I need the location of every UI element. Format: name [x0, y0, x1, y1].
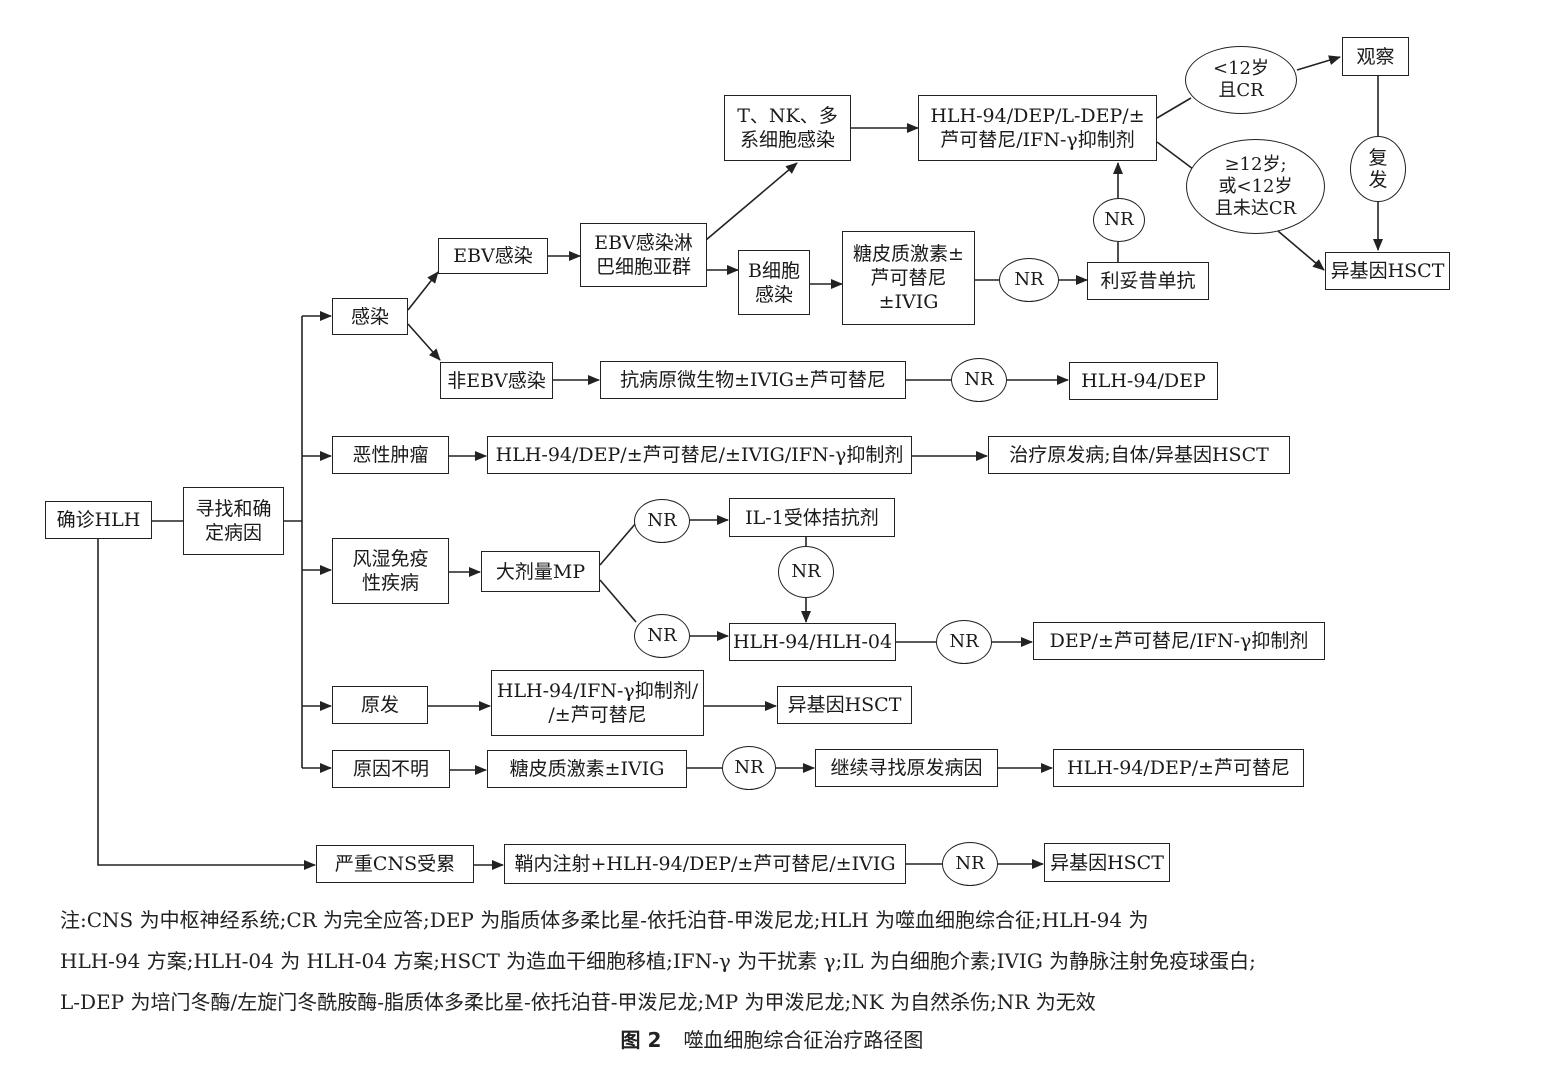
nr-circle: NR	[722, 746, 776, 790]
continue-search-box: 继续寻找原发病因	[815, 749, 998, 787]
nr-circle: NR	[999, 258, 1059, 302]
nr-circle: NR	[942, 842, 998, 886]
hlh94-hlh04-box: HLH-94/HLH-04	[729, 623, 896, 661]
antimicrobial-box: 抗病原微生物±IVIG±芦可替尼	[600, 361, 906, 399]
ebv-lymphocyte-subgroup-box: EBV感染淋 巴细胞亚群	[580, 223, 707, 287]
nr-circle: NR	[936, 620, 992, 664]
primary-box: 原发	[332, 686, 428, 724]
allogeneic-hsct-box: 异基因HSCT	[777, 686, 912, 724]
abbreviation-note: 注:CNS 为中枢神经系统;CR 为完全应答;DEP 为脂质体多柔比星-依托泊苷…	[60, 900, 1500, 1023]
steroid-ruxolitinib-ivig-box: 糖皮质激素± 芦可替尼 ±IVIG	[842, 231, 975, 325]
nr-circle: NR	[1093, 198, 1145, 242]
note-line: HLH-94 方案;HLH-04 为 HLH-04 方案;HSCT 为造血干细胞…	[60, 949, 1256, 973]
non-ebv-infection-box: 非EBV感染	[440, 362, 553, 399]
allogeneic-hsct-box: 异基因HSCT	[1325, 252, 1450, 290]
find-cause-box: 寻找和确 定病因	[183, 487, 284, 555]
note-line: L-DEP 为培门冬酶/左旋门冬酰胺酶-脂质体多柔比星-依托泊苷-甲泼尼龙;MP…	[60, 990, 1096, 1014]
b-cell-infection-box: B细胞 感染	[738, 250, 810, 315]
nr-circle: NR	[951, 358, 1007, 402]
diagnose-hlh-box: 确诊HLH	[45, 501, 152, 539]
high-dose-mp-box: 大剂量MP	[481, 551, 600, 592]
intrathecal-injection-box: 鞘内注射+HLH-94/DEP/±芦可替尼/±IVIG	[504, 844, 906, 884]
severe-cns-box: 严重CNS受累	[316, 845, 474, 883]
rheumatic-immune-disease-box: 风湿免疫 性疾病	[332, 538, 449, 604]
nr-circle: NR	[778, 546, 834, 598]
hlh94-ldep-box: HLH-94/DEP/L-DEP/± 芦可替尼/IFN-γ抑制剂	[918, 95, 1157, 161]
allogeneic-hsct-box: 异基因HSCT	[1044, 843, 1170, 882]
observe-box: 观察	[1342, 37, 1409, 76]
figure-caption: 图 2 噬血细胞综合征治疗路径图	[0, 1024, 1544, 1053]
rituximab-box: 利妥昔单抗	[1087, 262, 1209, 300]
dep-ruxolitinib-ifn-box: DEP/±芦可替尼/IFN-γ抑制剂	[1033, 622, 1325, 660]
ebv-infection-box: EBV感染	[438, 238, 548, 274]
hlh94-dep-ruxolitinib-box: HLH-94/DEP/±芦可替尼	[1053, 749, 1304, 787]
note-line: 注:CNS 为中枢神经系统;CR 为完全应答;DEP 为脂质体多柔比星-依托泊苷…	[60, 908, 1149, 932]
ge12-or-no-cr-circle: ≥12岁; 或<12岁 且未达CR	[1186, 139, 1325, 234]
figure-title: 噬血细胞综合征治疗路径图	[683, 1028, 924, 1052]
lt12-cr-circle: <12岁 且CR	[1185, 46, 1297, 114]
relapse-circle: 复 发	[1350, 136, 1406, 202]
il1-antagonist-box: IL-1受体拮抗剂	[729, 498, 895, 537]
nr-circle: NR	[634, 499, 690, 543]
nr-circle: NR	[634, 614, 690, 658]
hlh94-dep-box: HLH-94/DEP	[1069, 362, 1218, 400]
unknown-cause-box: 原因不明	[332, 750, 450, 788]
treat-primary-disease-box: 治疗原发病;自体/异基因HSCT	[988, 436, 1290, 474]
figure-label: 图 2	[620, 1028, 662, 1052]
infection-box: 感染	[332, 298, 408, 335]
steroid-ivig-box: 糖皮质激素±IVIG	[487, 750, 687, 788]
malignant-treatment-box: HLH-94/DEP/±芦可替尼/±IVIG/IFN-γ抑制剂	[487, 436, 912, 474]
t-nk-multi-cell-box: T、NK、多 系细胞感染	[724, 95, 851, 161]
primary-treatment-box: HLH-94/IFN-γ抑制剂/ /±芦可替尼	[491, 670, 704, 736]
malignant-tumor-box: 恶性肿瘤	[332, 436, 449, 474]
